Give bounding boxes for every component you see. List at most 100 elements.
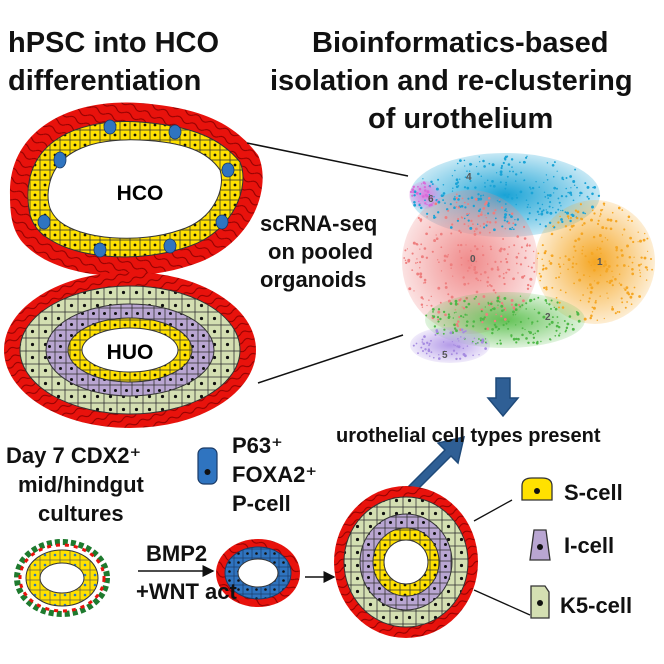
umap-point	[461, 306, 463, 308]
umap-point	[557, 208, 560, 211]
umap-point	[515, 255, 519, 259]
umap-point	[449, 263, 453, 267]
umap-point	[543, 286, 546, 290]
umap-point	[597, 262, 600, 266]
umap-point	[510, 299, 514, 302]
umap-point	[447, 293, 450, 296]
umap-point	[601, 226, 605, 230]
umap-point	[612, 276, 614, 278]
umap-point	[420, 243, 423, 246]
umap-point	[523, 225, 526, 229]
umap-point	[589, 283, 592, 287]
umap-point	[505, 260, 509, 264]
umap-point	[593, 212, 596, 215]
umap-point	[579, 203, 582, 206]
umap-point	[577, 237, 581, 241]
umap-point	[434, 333, 437, 336]
umap-point	[611, 306, 614, 308]
umap-point	[481, 338, 485, 342]
umap-point	[531, 323, 533, 325]
umap-point	[412, 191, 415, 194]
umap-point	[484, 185, 487, 188]
umap-point	[457, 218, 460, 220]
umap-point	[421, 341, 424, 343]
umap-point	[411, 188, 415, 192]
umap-point	[439, 301, 442, 304]
umap-point	[413, 201, 416, 204]
umap-point	[526, 155, 528, 157]
umap-point	[464, 313, 467, 316]
umap-point	[477, 197, 480, 201]
umap-point	[444, 285, 448, 289]
umap-point	[485, 224, 488, 227]
umap-point	[502, 161, 505, 165]
umap-point	[458, 194, 461, 198]
umap-point	[536, 202, 540, 205]
umap-point	[453, 312, 456, 314]
umap-point	[455, 357, 458, 361]
umap-point	[483, 270, 487, 274]
umap-point	[554, 334, 557, 337]
umap-point	[486, 327, 490, 331]
umap-point	[570, 193, 573, 197]
umap-point	[593, 186, 597, 189]
umap-point	[479, 225, 482, 227]
umap-point	[582, 211, 585, 214]
umap-point	[583, 317, 587, 321]
umap-point	[579, 299, 582, 302]
umap-point	[476, 247, 479, 251]
umap-point	[425, 352, 428, 355]
umap-point	[472, 204, 475, 208]
umap-point	[581, 192, 583, 194]
umap-point	[514, 308, 518, 311]
umap-point	[468, 170, 471, 172]
umap-point	[460, 205, 464, 208]
umap-point	[615, 249, 618, 252]
umap-point	[419, 202, 421, 205]
umap-point	[523, 274, 526, 277]
umap-point	[576, 186, 578, 189]
umap-point	[459, 250, 461, 252]
umap-point	[506, 210, 508, 213]
umap-point	[533, 341, 535, 344]
umap-point	[519, 295, 522, 297]
umap-point	[573, 282, 576, 285]
umap-point	[600, 252, 602, 255]
umap-point	[415, 262, 417, 264]
umap-point	[596, 222, 600, 226]
legend-connector-bottom	[473, 589, 531, 616]
umap-point	[469, 249, 472, 252]
umap-point	[465, 244, 467, 246]
umap-point	[491, 331, 494, 335]
umap-point	[626, 244, 629, 248]
umap-point	[423, 335, 426, 338]
umap-point	[470, 196, 474, 200]
umap-point	[574, 168, 577, 171]
umap-point	[515, 194, 517, 196]
umap-point	[406, 248, 408, 250]
umap-point	[455, 329, 458, 333]
umap-point	[521, 275, 525, 279]
umap-point	[428, 226, 431, 229]
umap-point	[413, 203, 417, 207]
umap-point	[546, 194, 550, 197]
umap-point	[576, 312, 580, 316]
umap-point	[639, 275, 642, 278]
umap-point	[444, 282, 448, 285]
umap-point	[537, 252, 540, 255]
umap-point	[473, 337, 476, 339]
umap-point	[530, 188, 532, 190]
umap-point	[465, 330, 467, 332]
umap-point	[623, 228, 626, 231]
umap-point	[422, 178, 424, 180]
umap-point	[420, 296, 424, 299]
umap-point	[628, 255, 632, 259]
umap-point	[541, 244, 544, 247]
umap-point	[637, 263, 641, 267]
umap-point	[517, 337, 520, 341]
umap-point	[525, 302, 528, 305]
umap-point	[609, 227, 613, 231]
umap-point	[485, 313, 489, 316]
umap-point	[551, 163, 555, 167]
umap-point	[638, 269, 641, 271]
